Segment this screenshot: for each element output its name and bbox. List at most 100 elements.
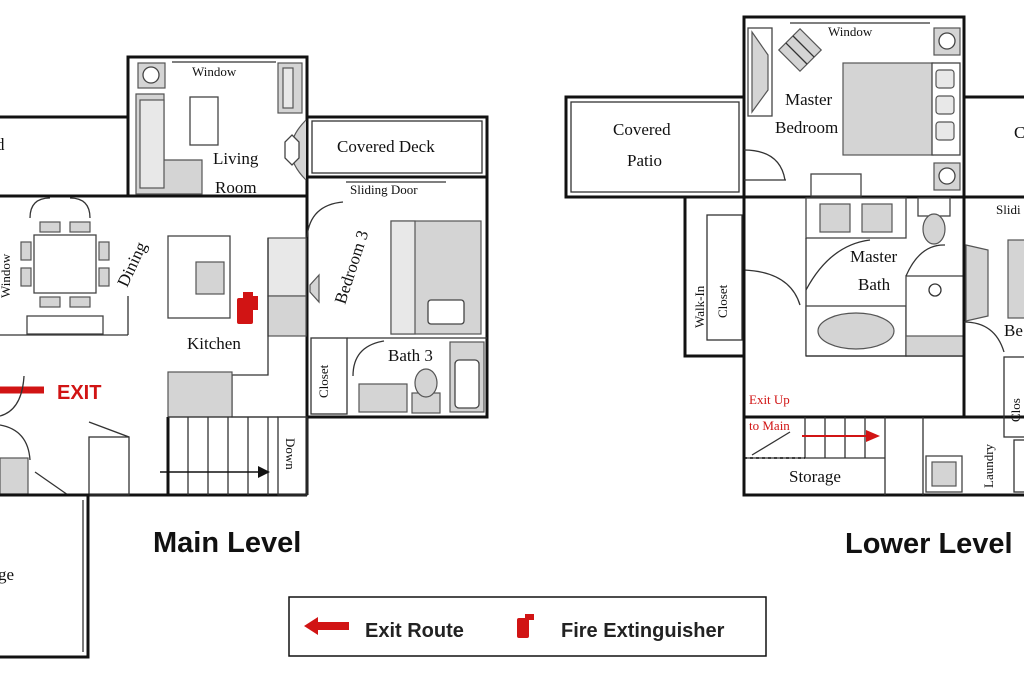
right-cut-room bbox=[962, 95, 1024, 199]
master-bed bbox=[842, 62, 934, 156]
covered-patio-inner bbox=[570, 101, 740, 193]
main-level-plan: d Covered Deck Sliding Door Bedroom 3 Cl… bbox=[0, 55, 489, 659]
living-window-label: Window bbox=[192, 64, 237, 79]
covered-deck-label: Covered Deck bbox=[337, 137, 435, 156]
refrigerator bbox=[267, 237, 307, 297]
master-bath-label-1: Master bbox=[850, 247, 898, 266]
right-cut-label-2: Slidi bbox=[996, 202, 1021, 217]
tv bbox=[282, 67, 294, 109]
exit-route-arrow-icon bbox=[304, 617, 349, 635]
shower-floor bbox=[905, 335, 965, 357]
chair-4 bbox=[69, 296, 91, 308]
bed3-pillow bbox=[427, 299, 465, 325]
lamp-top-icon bbox=[938, 32, 956, 50]
sofa-cushion bbox=[139, 99, 165, 189]
buffet bbox=[26, 315, 104, 335]
bath3-door-swing bbox=[352, 340, 385, 377]
right-fixture bbox=[1013, 439, 1024, 493]
coffee-table bbox=[189, 96, 219, 146]
patio-door-swing bbox=[743, 149, 786, 181]
legend: Exit Route Fire Extinguisher bbox=[288, 596, 767, 657]
bath-toilet bbox=[922, 213, 946, 245]
garage-walls bbox=[0, 493, 90, 659]
chair-7 bbox=[98, 241, 110, 261]
walk-in-shelf bbox=[706, 214, 743, 341]
exit-up-label-2: to Main bbox=[749, 418, 790, 433]
vanity-sink-1 bbox=[819, 203, 851, 233]
right-closet bbox=[1003, 356, 1024, 438]
vanity-sink-2 bbox=[861, 203, 893, 233]
bedroom3-label: Bedroom 3 bbox=[331, 228, 373, 306]
living-wall bbox=[126, 55, 309, 196]
french-doors bbox=[29, 197, 91, 219]
dining-table bbox=[33, 234, 97, 294]
closet-box bbox=[310, 337, 348, 415]
right-cut-label-4: Clos bbox=[1008, 398, 1023, 422]
covered-patio-label-2: Patio bbox=[627, 151, 662, 170]
right-cut-label-1: C bbox=[1014, 123, 1024, 142]
bathtub-basin bbox=[817, 312, 895, 350]
chair-3 bbox=[39, 296, 61, 308]
garage-door-swing bbox=[34, 471, 69, 496]
storage-door-swing bbox=[751, 431, 791, 456]
lower-level-title: Lower Level bbox=[845, 528, 1013, 560]
coat-closet bbox=[88, 436, 130, 496]
fire-extinguisher-legend-icon bbox=[517, 614, 534, 638]
closet-label: Closet bbox=[316, 364, 331, 398]
exit-label: EXIT bbox=[57, 382, 101, 404]
pillow-1 bbox=[935, 69, 955, 89]
walk-in-door-swing bbox=[743, 269, 801, 306]
exit-up-arrowhead bbox=[866, 430, 880, 442]
chair-8 bbox=[98, 267, 110, 287]
kitchen-sink bbox=[195, 261, 225, 295]
main-stairs bbox=[168, 416, 278, 495]
main-level-title: Main Level bbox=[153, 527, 301, 559]
right-cut-label-3: Be bbox=[1004, 321, 1023, 340]
covered-deck-inner bbox=[311, 120, 483, 174]
corner-lamp-icon bbox=[142, 66, 160, 84]
lower-outer-walls bbox=[742, 197, 1024, 497]
kitchen-label: Kitchen bbox=[187, 334, 241, 353]
fireplace-grate bbox=[284, 134, 300, 166]
storage-label: Storage bbox=[789, 467, 841, 486]
master-bath-label-2: Bath bbox=[858, 275, 891, 294]
lamp-bottom-icon bbox=[938, 167, 956, 185]
shower-door-swing bbox=[905, 244, 946, 277]
master-window-label: Window bbox=[828, 24, 873, 39]
bedroom3-door-swing bbox=[306, 201, 344, 238]
covered-patio bbox=[564, 95, 746, 199]
pillow-2 bbox=[935, 95, 955, 115]
bath3-toilet bbox=[414, 368, 438, 398]
bath-door-swing bbox=[805, 239, 871, 291]
stove bbox=[167, 371, 233, 418]
walk-in-label: Walk-In bbox=[692, 285, 707, 328]
left-cut-room-label: d bbox=[0, 135, 5, 154]
chair-5 bbox=[20, 241, 32, 261]
bath3-tub-basin bbox=[454, 359, 480, 409]
coat-closet-door bbox=[88, 421, 130, 438]
legend-exit-route: Exit Route bbox=[365, 620, 464, 642]
master-bedroom-label-1: Master bbox=[785, 90, 833, 109]
bench bbox=[810, 173, 862, 197]
dining-label: Dining bbox=[113, 238, 150, 289]
dining-window-label: Window bbox=[0, 253, 13, 298]
laundry-label: Laundry bbox=[981, 443, 996, 488]
right-bed bbox=[1007, 239, 1024, 319]
walk-in-closet-label: Closet bbox=[715, 284, 730, 318]
master-bedroom-label-2: Bedroom bbox=[775, 118, 838, 137]
living-label-2: Room bbox=[215, 178, 257, 197]
sliding-door-label: Sliding Door bbox=[350, 182, 418, 197]
fire-extinguisher-icon bbox=[237, 292, 258, 324]
dresser-top bbox=[751, 30, 769, 114]
right-door-swing bbox=[963, 321, 1005, 353]
bath3-sink bbox=[358, 383, 408, 413]
left-cut-room bbox=[0, 115, 130, 198]
pillow-3 bbox=[935, 121, 955, 141]
lower-stairs bbox=[804, 417, 886, 495]
stairs-down-arrowhead bbox=[258, 466, 270, 478]
walk-in-walls bbox=[683, 195, 744, 358]
right-lamp bbox=[965, 244, 989, 322]
washer-drum bbox=[931, 461, 957, 487]
bed3-bench bbox=[390, 220, 416, 335]
